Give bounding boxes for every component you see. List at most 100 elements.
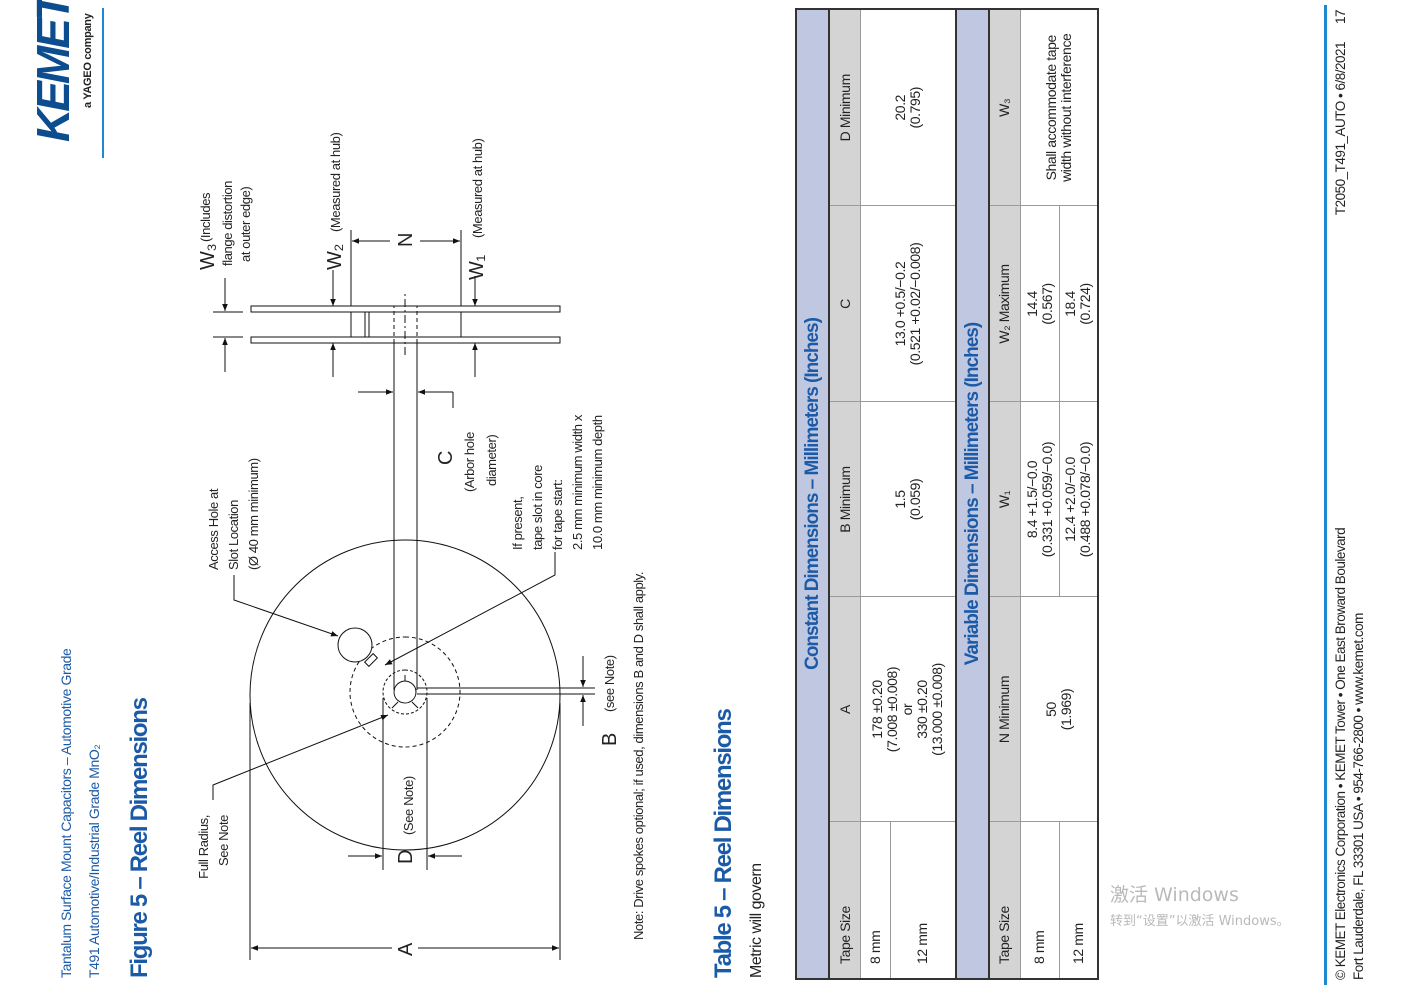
w2-cell: 18.4(0.724) <box>1059 206 1098 402</box>
a-value: (13.000 ±0.008) <box>929 663 946 756</box>
access-hole <box>337 627 373 663</box>
c-value: (0.521 +0.02/−0.008) <box>906 242 923 366</box>
watermark-line-2: 转到“设置”以激活 Windows。 <box>1110 914 1290 929</box>
footer-rule <box>1324 5 1327 985</box>
tape-slot-label: If present, <box>510 497 525 550</box>
w3-note: flange distortion <box>220 181 235 266</box>
w2-value: 14.4 <box>1023 291 1040 317</box>
column-header: C <box>829 206 861 402</box>
column-header: A <box>829 597 861 822</box>
n-value: (1.969) <box>1057 688 1074 731</box>
w1-label: W₁ <box>466 255 488 280</box>
tape-slot <box>363 652 379 668</box>
w3-note: (Includes <box>198 192 213 242</box>
w2-note: (Measured at hub) <box>328 133 343 232</box>
column-header: D Minimum <box>829 8 861 206</box>
tape-size-cell: 8 mm <box>860 822 891 979</box>
reel-dimensions-table: Constant Dimensions – Millimeters (Inche… <box>795 7 1099 980</box>
d-cell: 20.2(0.795) <box>860 8 956 206</box>
column-header: W₂ Maximum <box>988 206 1020 402</box>
w3-note: at outer edge) <box>238 187 253 262</box>
variable-header-row: Tape Size N Minimum W₁ W₂ Maximum W₃ <box>988 8 1020 979</box>
constant-header-row: Tape Size A B Minimum C D Minimum <box>829 8 861 979</box>
b-value: (0.059) <box>906 478 923 521</box>
b-value: 1.5 <box>891 490 908 509</box>
column-header: Tape Size <box>829 822 861 979</box>
hub-dashed-circle <box>382 669 428 715</box>
c-label: C <box>435 451 457 465</box>
w1-cell: 12.4 +2.0/−0.0(0.488 +0.078/−0.0) <box>1059 402 1098 597</box>
w1-cell: 8.4 +1.5/−0.0(0.331 +0.059/−0.0) <box>1020 402 1059 597</box>
tape-slot-label: 2.5 mm minimum width x <box>570 414 585 550</box>
c-cell: 13.0 +0.5/−0.2(0.521 +0.02/−0.008) <box>860 206 956 402</box>
tape-size-cell: 12 mm <box>1059 822 1098 979</box>
tape-size-cell: 8 mm <box>1020 822 1059 979</box>
w3-label: W₃ <box>197 244 219 270</box>
tape-size-cell: 12 mm <box>890 822 956 979</box>
full-radius-label: Full Radius, <box>196 815 211 879</box>
b-label: B <box>599 733 621 746</box>
a-value: or <box>899 703 916 716</box>
w1-value: (0.488 +0.078/−0.0) <box>1077 441 1094 558</box>
footer-address-2: Fort Lauderdale, FL 33301 USA • 954-766-… <box>1351 613 1366 980</box>
w1-note: (Measured at hub) <box>470 139 485 238</box>
core-dashed-circle <box>349 636 461 748</box>
a-label: A <box>395 942 417 956</box>
tape-slot-leader <box>384 552 556 666</box>
w3-value: width without interference <box>1057 33 1074 182</box>
full-radius-label: See Note <box>216 815 231 866</box>
b-note: (see Note) <box>602 655 617 712</box>
n-value: 50 <box>1042 702 1059 717</box>
b-cell: 1.5(0.059) <box>860 402 956 597</box>
tape-slot-label: for tape start: <box>550 479 565 550</box>
access-hole-label: Access Hole at <box>206 488 221 570</box>
d-note: (See Note) <box>401 776 416 835</box>
table-row: 8 mm 50(1.969) 8.4 +1.5/−0.0(0.331 +0.05… <box>1020 8 1098 979</box>
w1-value: 12.4 +2.0/−0.0 <box>1062 457 1079 542</box>
column-header: W₁ <box>988 402 1020 597</box>
figure-note: Note: Drive spokes optional; if used, di… <box>631 572 646 940</box>
a-value: (7.008 ±0.008) <box>884 666 901 753</box>
tape-slot-label: tape slot in core <box>530 465 545 550</box>
drive-hub <box>391 675 419 709</box>
a-value: 330 ±0.20 <box>914 680 931 739</box>
w2-cell: 14.4(0.567) <box>1020 206 1059 402</box>
tape-slot-label: 10.0 mm minimum depth <box>590 415 605 550</box>
c-note: (Arbor hole <box>462 432 477 492</box>
c-value: 13.0 +0.5/−0.2 <box>891 261 908 347</box>
page-number: 17 <box>1333 10 1348 25</box>
n-label: N <box>395 233 417 247</box>
access-hole-label: (Ø 40 mm minimum) <box>246 458 261 570</box>
full-radius-leader <box>212 714 389 800</box>
w3-value: Shall accommodate tape <box>1042 35 1059 181</box>
constant-heading: Constant Dimensions – Millimeters (Inche… <box>796 8 829 979</box>
column-header: N Minimum <box>988 597 1020 822</box>
w2-value: 18.4 <box>1062 291 1079 317</box>
n-cell: 50(1.969) <box>1020 597 1098 822</box>
w1-value: 8.4 +1.5/−0.0 <box>1023 460 1040 539</box>
w2-value: (0.724) <box>1077 283 1094 325</box>
reel-flange-outline <box>249 539 561 851</box>
table-title: Table 5 – Reel Dimensions <box>710 709 737 979</box>
access-hole-leader <box>233 575 339 637</box>
d-label: D <box>395 850 417 864</box>
d-value: 20.2 <box>891 94 908 121</box>
watermark-line-1: 激活 Windows <box>1110 884 1239 906</box>
w2-value: (0.567) <box>1038 283 1055 325</box>
a-value: 178 ±0.20 <box>869 680 886 739</box>
column-header: Tape Size <box>988 822 1020 979</box>
column-header: B Minimum <box>829 402 861 597</box>
d-value: (0.795) <box>906 86 923 129</box>
footer-address-1: © KEMET Electronics Corporation • KEMET … <box>1333 527 1348 980</box>
variable-heading: Variable Dimensions – Millimeters (Inche… <box>955 8 989 979</box>
column-header: W₃ <box>988 8 1020 206</box>
access-hole-label: Slot Location <box>226 500 241 570</box>
c-note: diameter) <box>484 435 499 486</box>
table-subtitle: Metric will govern <box>748 863 765 978</box>
footer-doc-id: T2050_T491_AUTO • 6/8/2021 <box>1333 42 1348 216</box>
